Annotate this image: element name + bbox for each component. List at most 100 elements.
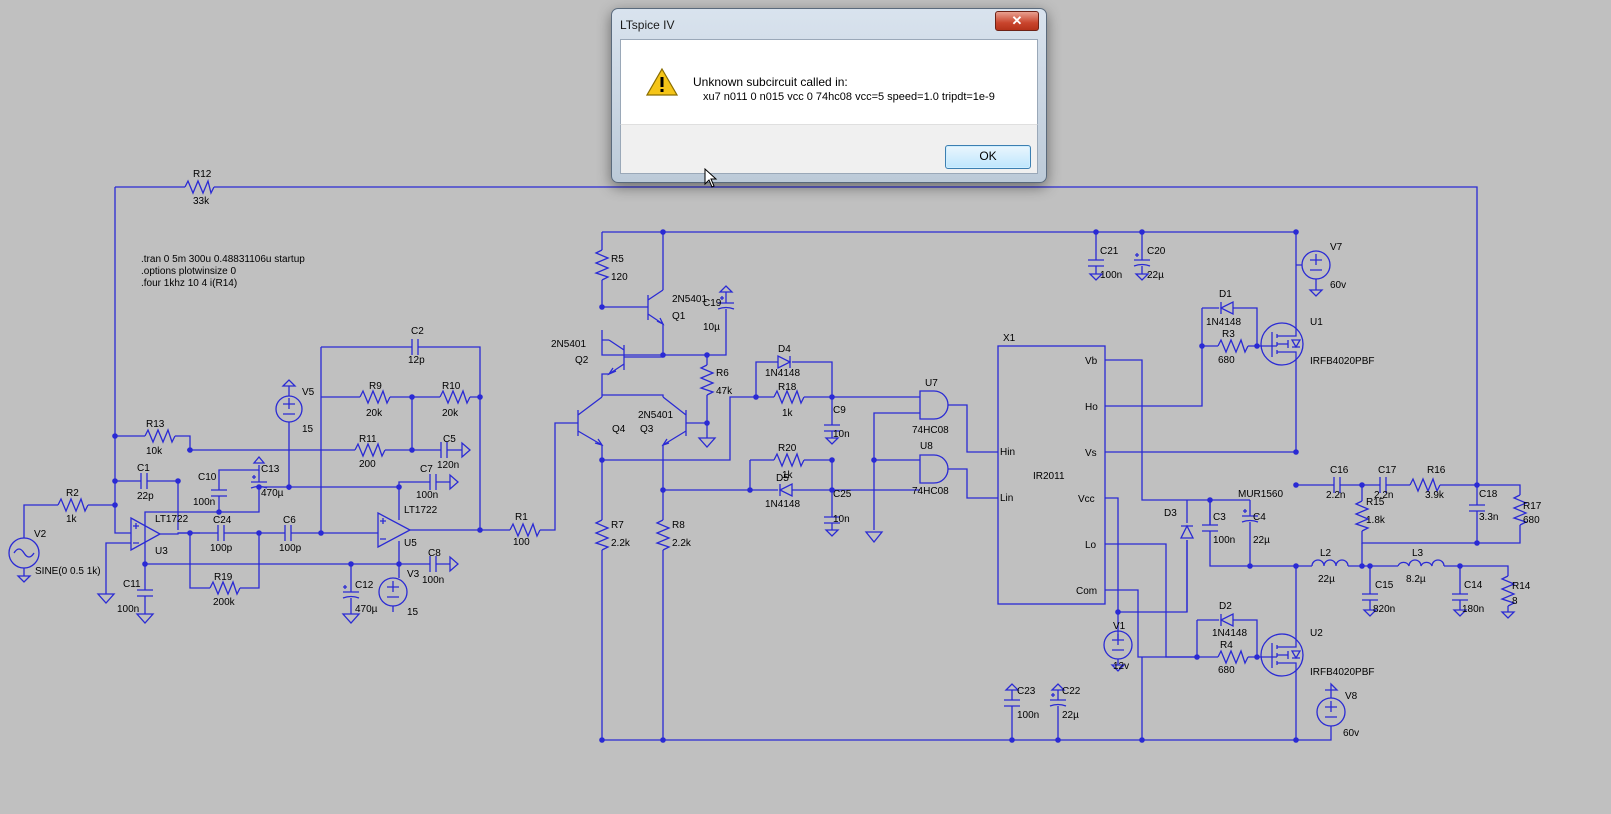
capacitor-C8[interactable] xyxy=(429,555,459,573)
error-dialog[interactable]: LTspice IV ✕ Unknown subcircuit called i… xyxy=(611,8,1047,183)
resistor-R10[interactable] xyxy=(439,389,471,405)
value-C19: 10µ xyxy=(703,322,720,333)
source-V1[interactable] xyxy=(1103,630,1133,672)
close-button[interactable]: ✕ xyxy=(995,11,1039,31)
value-R17: 680 xyxy=(1523,515,1540,526)
label-C12: C12 xyxy=(355,580,374,591)
capacitor-C20[interactable] xyxy=(1133,253,1151,281)
capacitor-C6[interactable] xyxy=(284,525,292,541)
capacitor-C25[interactable] xyxy=(824,516,840,537)
capacitor-C17[interactable] xyxy=(1379,477,1387,493)
capacitor-C23[interactable] xyxy=(1004,683,1020,707)
label-C10: C10 xyxy=(198,472,217,483)
label-C11: C11 xyxy=(123,579,141,590)
resistor-R7[interactable] xyxy=(594,519,610,551)
resistor-R19[interactable] xyxy=(209,580,241,596)
resistor-R2[interactable] xyxy=(57,497,89,513)
capacitor-C24[interactable] xyxy=(217,525,225,541)
label-D2: D2 xyxy=(1219,601,1232,612)
capacitor-C2[interactable] xyxy=(411,339,419,355)
value-R14: 8 xyxy=(1512,596,1518,607)
source-V8[interactable] xyxy=(1296,682,1346,741)
inductor-L3[interactable] xyxy=(1397,559,1445,567)
value-Q1: 2N5401 xyxy=(672,294,707,305)
label-R4: R4 xyxy=(1220,640,1233,651)
resistor-R15[interactable] xyxy=(1354,500,1370,532)
value-C10: 100n xyxy=(193,497,215,508)
resistor-R14[interactable] xyxy=(1500,575,1516,619)
capacitor-C19[interactable] xyxy=(717,285,735,310)
resistor-R11[interactable] xyxy=(354,442,386,458)
capacitor-C12[interactable] xyxy=(342,585,360,599)
resistor-R5[interactable] xyxy=(594,249,610,281)
gate-U8[interactable] xyxy=(919,454,949,484)
capacitor-C4[interactable] xyxy=(1241,509,1259,523)
resistor-R8[interactable] xyxy=(655,519,671,551)
diode-D3[interactable] xyxy=(1179,524,1195,539)
label-C8: C8 xyxy=(428,548,441,559)
resistor-R9[interactable] xyxy=(359,389,391,405)
value-C11: 100n xyxy=(117,604,139,615)
capacitor-C10[interactable] xyxy=(211,489,227,497)
gate-U7[interactable] xyxy=(919,390,949,420)
value-V8: 60v xyxy=(1343,728,1359,739)
pin-com: Com xyxy=(1076,586,1097,597)
capacitor-C3[interactable] xyxy=(1202,524,1218,532)
dialog-message-line2: xu7 n011 0 n015 vcc 0 74hc08 vcc=5 speed… xyxy=(703,91,995,103)
capacitor-C21[interactable] xyxy=(1088,259,1104,281)
value-R13: 10k xyxy=(146,446,163,457)
resistor-R18[interactable] xyxy=(773,389,805,405)
wire-c11-rail xyxy=(144,534,399,610)
transistor-Q3[interactable] xyxy=(661,396,687,447)
source-V3[interactable] xyxy=(378,577,408,612)
mosfet-U2[interactable] xyxy=(1260,633,1304,677)
value-R15: 1.8k xyxy=(1366,515,1386,526)
capacitor-C22[interactable] xyxy=(1049,683,1067,707)
source-V7[interactable] xyxy=(1296,250,1331,297)
resistor-R3[interactable] xyxy=(1217,338,1249,354)
capacitor-C16[interactable] xyxy=(1333,477,1341,493)
capacitor-C11[interactable] xyxy=(137,589,153,597)
source-V5[interactable] xyxy=(275,379,303,487)
label-R14: R14 xyxy=(1512,581,1531,592)
capacitor-C15[interactable] xyxy=(1362,593,1378,617)
resistor-R17[interactable] xyxy=(1512,494,1528,526)
diode-D5[interactable] xyxy=(778,482,793,498)
capacitor-C7[interactable] xyxy=(429,473,459,491)
resistor-R16[interactable] xyxy=(1409,477,1441,493)
resistor-R20[interactable] xyxy=(773,452,805,468)
value-C18: 3.3n xyxy=(1479,512,1498,523)
value-V2: SINE(0 0.5 1k) xyxy=(35,566,101,577)
label-C3: C3 xyxy=(1213,512,1226,523)
value-R7: 2.2k xyxy=(611,538,631,549)
capacitor-C1[interactable] xyxy=(140,473,148,489)
diode-D1[interactable] xyxy=(1219,300,1234,316)
mosfet-U1[interactable] xyxy=(1260,322,1304,366)
label-L3: L3 xyxy=(1412,548,1424,559)
diode-D4[interactable] xyxy=(777,354,792,370)
opamp-U5[interactable] xyxy=(377,511,412,549)
resistor-R1[interactable] xyxy=(509,522,541,538)
capacitor-C14[interactable] xyxy=(1452,593,1468,617)
resistor-R4[interactable] xyxy=(1217,649,1249,665)
capacitor-C9[interactable] xyxy=(824,424,840,445)
diode-D2[interactable] xyxy=(1219,612,1234,628)
ok-button[interactable]: OK xyxy=(945,145,1031,169)
value-C3: 100n xyxy=(1213,535,1235,546)
ic-X1[interactable] xyxy=(997,345,1106,605)
resistor-R6[interactable] xyxy=(699,364,715,396)
capacitor-C5[interactable] xyxy=(440,441,471,459)
source-V2[interactable] xyxy=(8,537,40,583)
dialog-body: Unknown subcircuit called in: xu7 n011 0… xyxy=(620,39,1038,125)
capacitor-C18[interactable] xyxy=(1469,504,1485,512)
transistor-Q1[interactable] xyxy=(647,289,665,326)
inductor-L2[interactable] xyxy=(1311,559,1349,567)
transistor-Q4[interactable] xyxy=(577,396,604,447)
resistor-R12[interactable] xyxy=(184,178,215,195)
resistor-R13[interactable] xyxy=(144,428,176,444)
label-C16: C16 xyxy=(1330,465,1349,476)
gnd-r6 xyxy=(697,437,717,448)
value-R2: 1k xyxy=(66,514,78,525)
transistor-Q2[interactable] xyxy=(607,339,625,376)
